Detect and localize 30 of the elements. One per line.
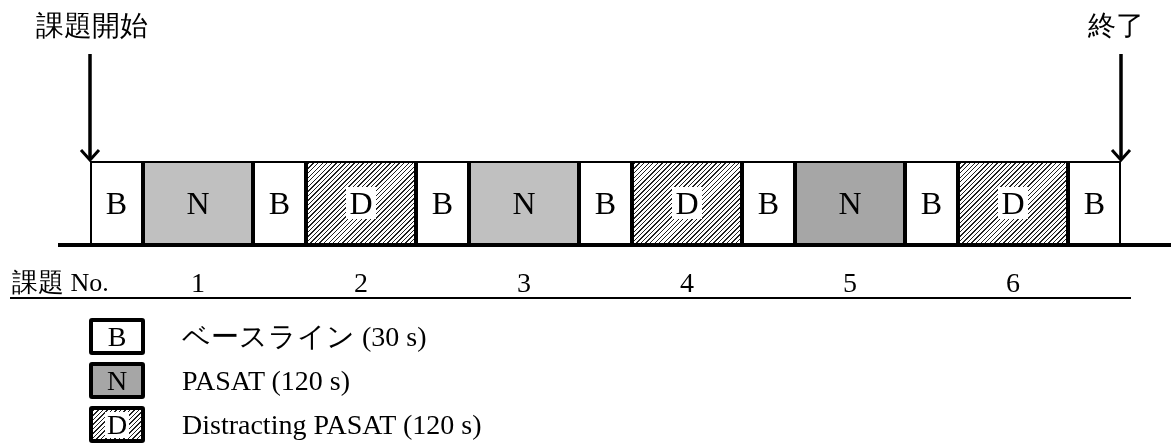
legend-swatch: B	[89, 318, 145, 355]
phase-block: D	[958, 161, 1068, 245]
phase-block: B	[90, 161, 143, 245]
phase-block: B	[253, 161, 306, 245]
legend-text: ベースライン (30 s)	[182, 320, 427, 354]
phase-block: B	[416, 161, 469, 245]
phase-block: B	[742, 161, 795, 245]
legend-swatch: D	[89, 406, 145, 443]
task-number: 4	[679, 268, 695, 298]
arrow	[79, 54, 101, 162]
task-number: 2	[353, 268, 369, 298]
phase-block: B	[905, 161, 958, 245]
task-number: 3	[516, 268, 532, 298]
heading-text: 終了	[1078, 6, 1154, 54]
heading-text: 課題開始	[22, 6, 162, 54]
legend-swatch: N	[89, 362, 145, 399]
task-number: 1	[190, 268, 206, 298]
phase-block: D	[632, 161, 742, 245]
task-number: 5	[842, 268, 858, 298]
phase-block: B	[1068, 161, 1121, 245]
phase-block: D	[306, 161, 416, 245]
arrow	[1110, 54, 1132, 162]
phase-block: N	[469, 161, 579, 245]
phase-block: N	[143, 161, 253, 245]
task-number: 6	[1005, 268, 1021, 298]
legend-text: Distracting PASAT (120 s)	[182, 408, 482, 442]
phase-block: N	[795, 161, 905, 245]
legend-text: PASAT (120 s)	[182, 364, 351, 398]
phase-block: B	[579, 161, 632, 245]
row-header: 課題 No.	[12, 268, 109, 298]
